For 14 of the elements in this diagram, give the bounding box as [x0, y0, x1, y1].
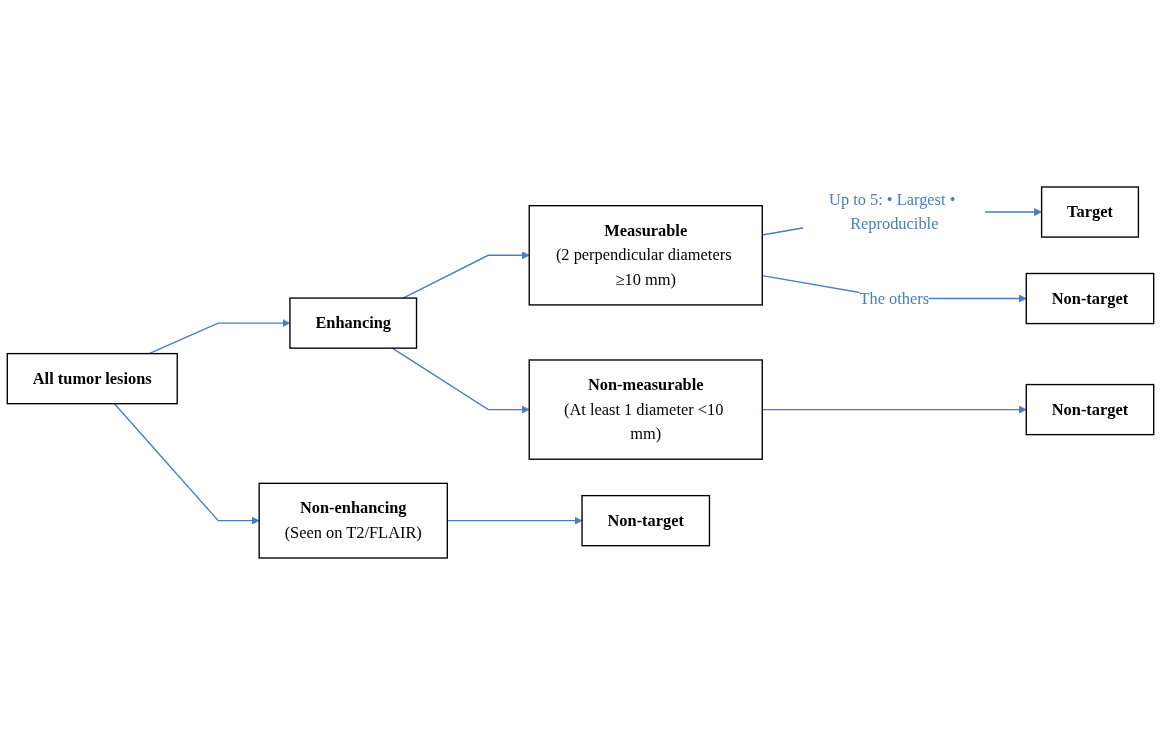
node-box: Measurable (2 perpendicular diameters ≥10 mm)	[528, 205, 763, 306]
node-box: Non-enhancing (Seen on T2/FLAIR)	[258, 482, 448, 559]
arrow	[391, 347, 530, 414]
edge-label: Up to 5: • Largest • Reproducible	[829, 190, 956, 233]
node-box: Non-target	[1025, 272, 1155, 325]
edge-label: The others	[859, 288, 930, 308]
arrow	[113, 403, 260, 525]
node-box: Non-target	[581, 494, 711, 547]
node-box: Target	[1040, 186, 1140, 238]
node-box: Enhancing	[289, 297, 418, 349]
arrow	[402, 251, 530, 299]
node-box: Non-target	[1025, 383, 1155, 436]
node-box: All tumor lesions	[6, 352, 178, 405]
node-box: Non-measurable (At least 1 diameter <10 mm)	[528, 359, 763, 460]
